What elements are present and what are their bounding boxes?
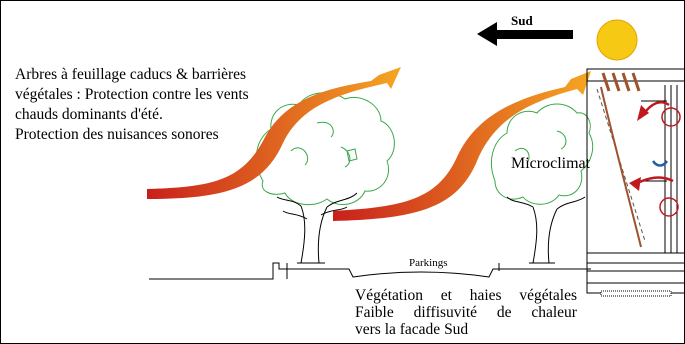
wind-arrow-icon [333,71,591,221]
word: chaleur [531,304,577,321]
intro-line: Arbres à feuillage caducs & barrières [15,66,247,83]
word: et [440,287,452,304]
intro-text: Arbres à feuillage caducs & barrières vé… [15,65,249,145]
vegetation-line-1: Végétation et haies végétales [355,287,577,304]
ventilation-arrow-icon [637,105,649,121]
word: haies [469,287,502,304]
ground-line [149,262,591,280]
tree-trunk [276,192,358,264]
rotation-circle-icon [661,107,681,127]
south-label: Sud [511,13,533,28]
intro-line: végétales : Protection contre les vents [15,86,249,103]
parking-label: Parkings [409,257,448,269]
south-arrow-icon [477,22,573,46]
ventilation-arrow-icon [629,177,641,191]
vegetation-text: Végétation et haies végétales Faible dif… [355,287,577,338]
wind-arrow-icon [147,67,401,199]
word: Végétation [355,287,424,304]
tree-icon [491,103,594,205]
word: diffisuvité [413,304,478,321]
word: Faible [355,304,394,321]
word: de [496,304,512,321]
intro-line: Protection des nuisances sonores [15,126,219,143]
vegetation-line-3: vers la facade Sud [355,321,469,338]
roof-slats [601,72,641,92]
word: végétales [519,287,577,304]
sun-icon [596,19,638,61]
microclimate-label: Microclimat [511,155,591,172]
cool-air-arrow-icon [651,160,669,167]
rotation-circle-icon [659,197,679,217]
vegetation-line-2: Faible diffisuvité de chaleur [355,304,577,321]
tree-trunk [506,196,586,264]
intro-line: chauds dominants d'été. [15,106,163,123]
tree-icon [255,92,395,206]
